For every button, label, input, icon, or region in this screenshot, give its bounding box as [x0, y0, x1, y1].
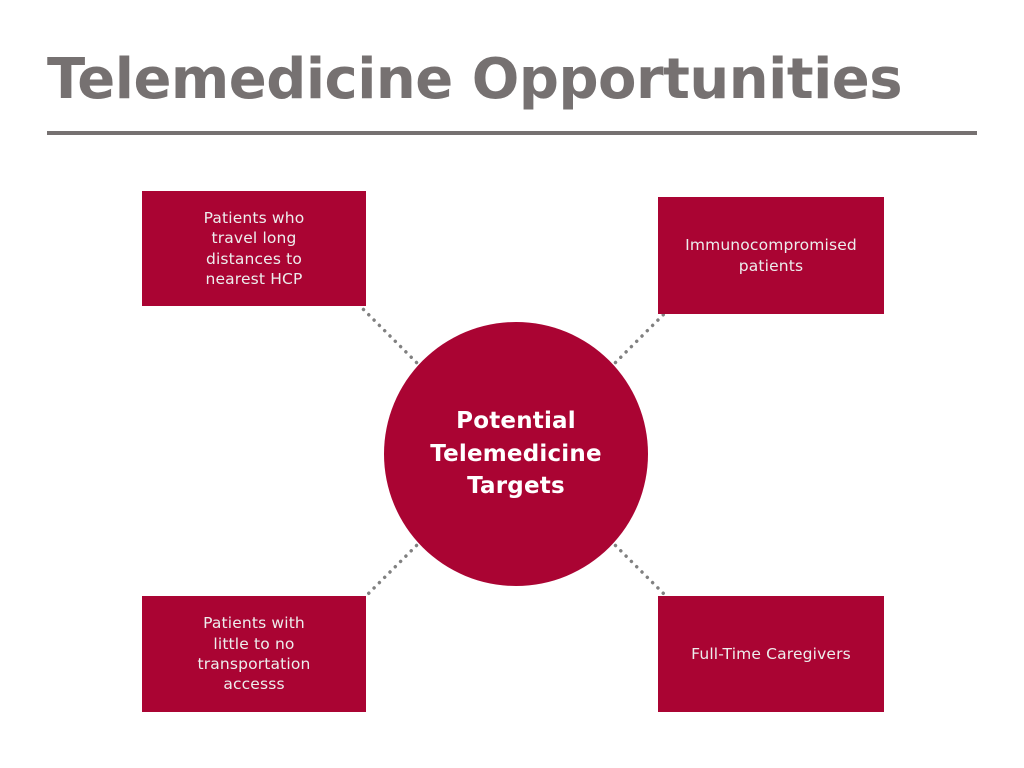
- title-underline-rule: [47, 131, 977, 135]
- node-box-transportation[interactable]: Patients with little to no transportatio…: [142, 596, 366, 712]
- node-label-caregivers: Full-Time Caregivers: [691, 644, 851, 663]
- center-hub-label: Potential Telemedicine Targets: [430, 408, 602, 500]
- page-title: Telemedicine Opportunities: [47, 47, 903, 112]
- node-label-travel-distance: Patients who travel long distances to ne…: [203, 208, 305, 288]
- node-box-immunocompromised[interactable]: Immunocompromised patients: [658, 197, 884, 314]
- node-label-immunocompromised: Immunocompromised patients: [685, 236, 857, 275]
- node-label-transportation: Patients with little to no transportatio…: [197, 614, 311, 694]
- center-hub-circle[interactable]: Potential Telemedicine Targets: [384, 322, 648, 586]
- node-box-caregivers[interactable]: Full-Time Caregivers: [658, 596, 884, 712]
- node-box-travel-distance[interactable]: Patients who travel long distances to ne…: [142, 191, 366, 306]
